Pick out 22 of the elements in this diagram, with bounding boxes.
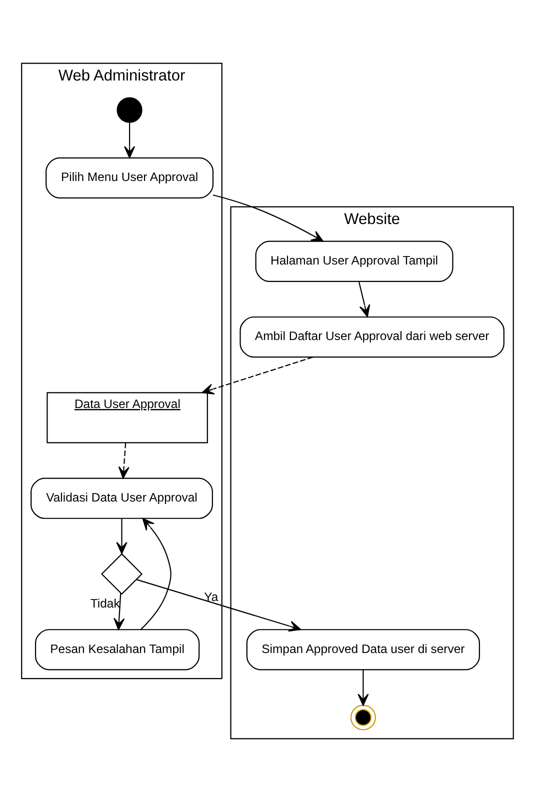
node-box: Simpan Approved Data user di server — [246, 629, 480, 670]
arrow — [212, 194, 324, 242]
arrow — [114, 593, 125, 630]
node-box: Ambil Daftar User Approval dari web server — [240, 316, 504, 358]
arrow — [136, 579, 302, 632]
node-circle — [350, 704, 376, 730]
arrow — [358, 282, 370, 318]
node-diamond — [100, 553, 143, 595]
node-box: Halaman User Approval Tampil — [255, 240, 454, 282]
arrow — [124, 122, 136, 158]
node-box: Pesan Kesalahan Tampil — [34, 629, 200, 670]
arrow — [358, 670, 369, 706]
arrow — [140, 518, 172, 630]
node-box: Validasi Data User Approval — [30, 478, 213, 519]
edge-label: Ya — [204, 590, 218, 604]
node-box: Pilih Menu User Approval — [46, 157, 214, 199]
edge-label: Tidak — [90, 596, 120, 611]
arrow — [116, 518, 128, 554]
arrow — [118, 442, 130, 479]
node-circle — [116, 97, 142, 123]
node-box: Data User Approval — [46, 392, 208, 444]
arrow — [202, 356, 313, 394]
